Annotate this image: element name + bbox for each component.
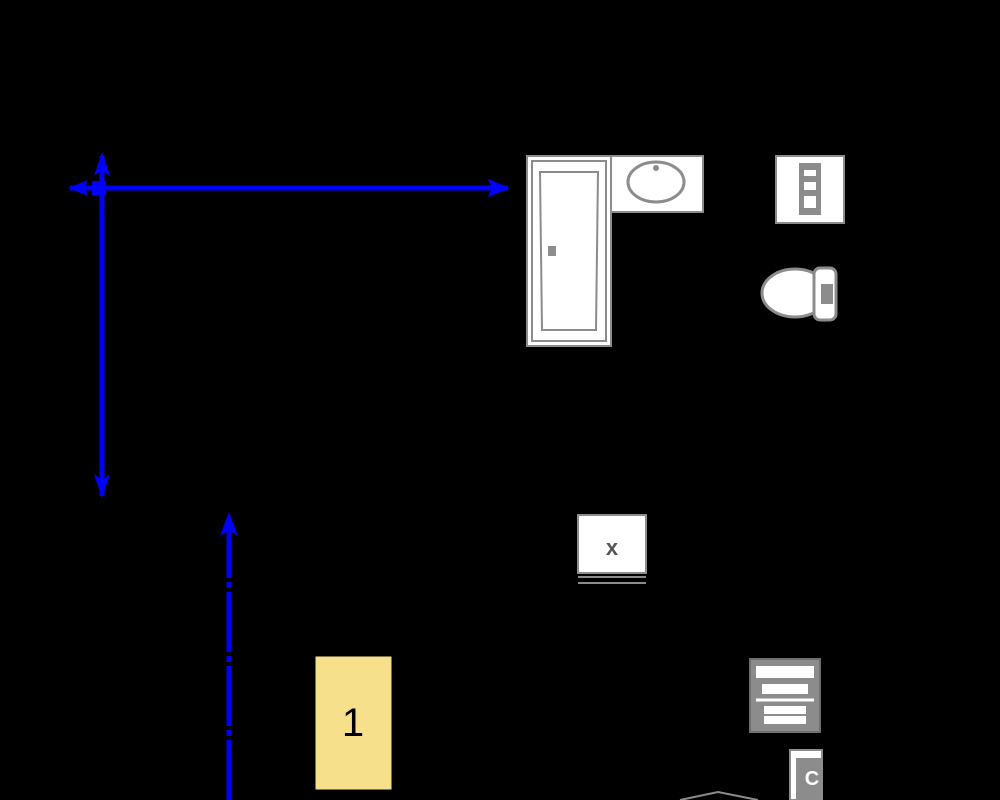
room-tag: 1 — [314, 655, 393, 791]
room-tag-label: 1 — [342, 701, 364, 745]
toilet-icon — [760, 266, 838, 322]
dimension-line-lower — [220, 512, 238, 800]
dimension-line-vertical — [94, 152, 110, 498]
svg-text:x: x — [606, 535, 619, 560]
svg-text:C: C — [805, 768, 819, 790]
control-panel-icon — [775, 155, 845, 224]
floor-drain-icon: x — [577, 514, 647, 584]
cabinet-icon — [749, 658, 821, 733]
outlet-icon: C — [789, 749, 823, 800]
sink-icon — [610, 155, 704, 213]
bathtub-icon — [526, 155, 612, 347]
dimension-line-horizontal — [68, 179, 510, 197]
door-swing-edge — [679, 790, 759, 800]
